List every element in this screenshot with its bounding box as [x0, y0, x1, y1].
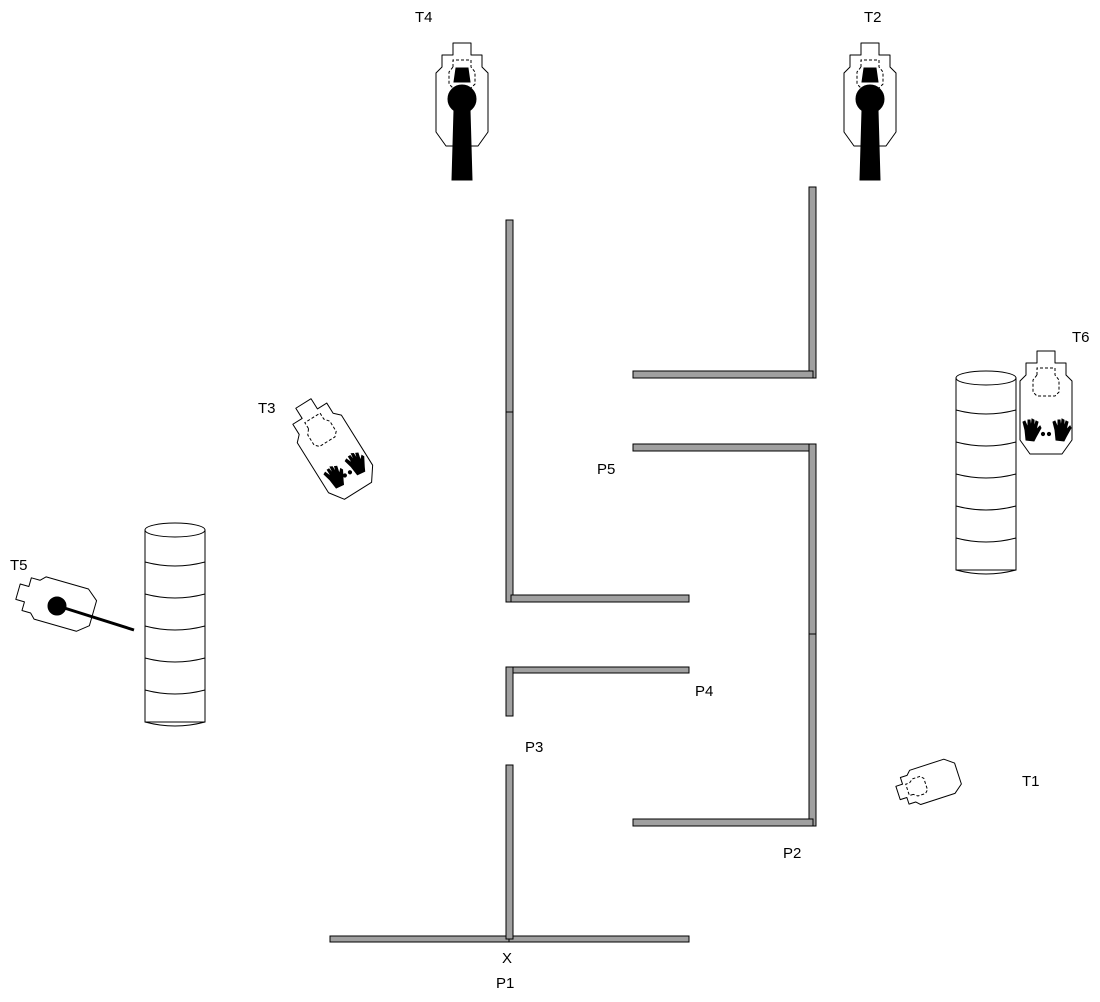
- wall-start-vertical: [505, 764, 514, 940]
- wall-right-lower-vertical: [808, 633, 817, 827]
- wall-left-foot: [510, 594, 690, 603]
- wall-left-lower: [505, 411, 514, 603]
- wall-right-top-horizontal: [632, 370, 814, 379]
- black-no-shoot-icon: [855, 67, 885, 181]
- label-t3: T3: [258, 400, 276, 417]
- target-t1: [895, 758, 962, 806]
- swinger-weight-icon: [47, 596, 67, 616]
- barrel-stack-icon: [144, 522, 206, 727]
- walls: [329, 186, 817, 943]
- wall-p2-horizontal: [632, 818, 814, 827]
- label-p4: P4: [695, 683, 713, 700]
- label-t1: T1: [1022, 773, 1040, 790]
- wall-right-upper-vertical: [808, 443, 817, 635]
- target-t5: [15, 576, 135, 632]
- wall-left-upper: [505, 219, 514, 413]
- barrel-stack-icon: [955, 370, 1017, 575]
- label-t2: T2: [864, 9, 882, 26]
- wall-right-top-vertical: [808, 186, 817, 379]
- label-p5: P5: [597, 461, 615, 478]
- wall-p4-horizontal: [510, 666, 690, 674]
- black-no-shoot-icon: [447, 67, 477, 181]
- label-t6: T6: [1072, 329, 1090, 346]
- wall-p4-vertical: [505, 666, 514, 717]
- hands-no-shoot-icon: [1022, 418, 1072, 442]
- target-t3: [280, 389, 381, 506]
- wall-bottom-left: [329, 935, 510, 943]
- swinger-arm: [57, 604, 135, 632]
- label-p1: P1: [496, 975, 514, 992]
- target-t2: [843, 42, 897, 181]
- label-p2: P2: [783, 845, 801, 862]
- label-start-x: X: [502, 950, 512, 967]
- label-p3: P3: [525, 739, 543, 756]
- wall-p5-horizontal: [632, 443, 814, 452]
- label-t5: T5: [10, 557, 28, 574]
- target-t6: [1019, 350, 1073, 455]
- target-t4: [435, 42, 489, 181]
- wall-bottom-right: [508, 935, 690, 943]
- label-t4: T4: [415, 9, 433, 26]
- hands-no-shoot-icon: [322, 448, 372, 491]
